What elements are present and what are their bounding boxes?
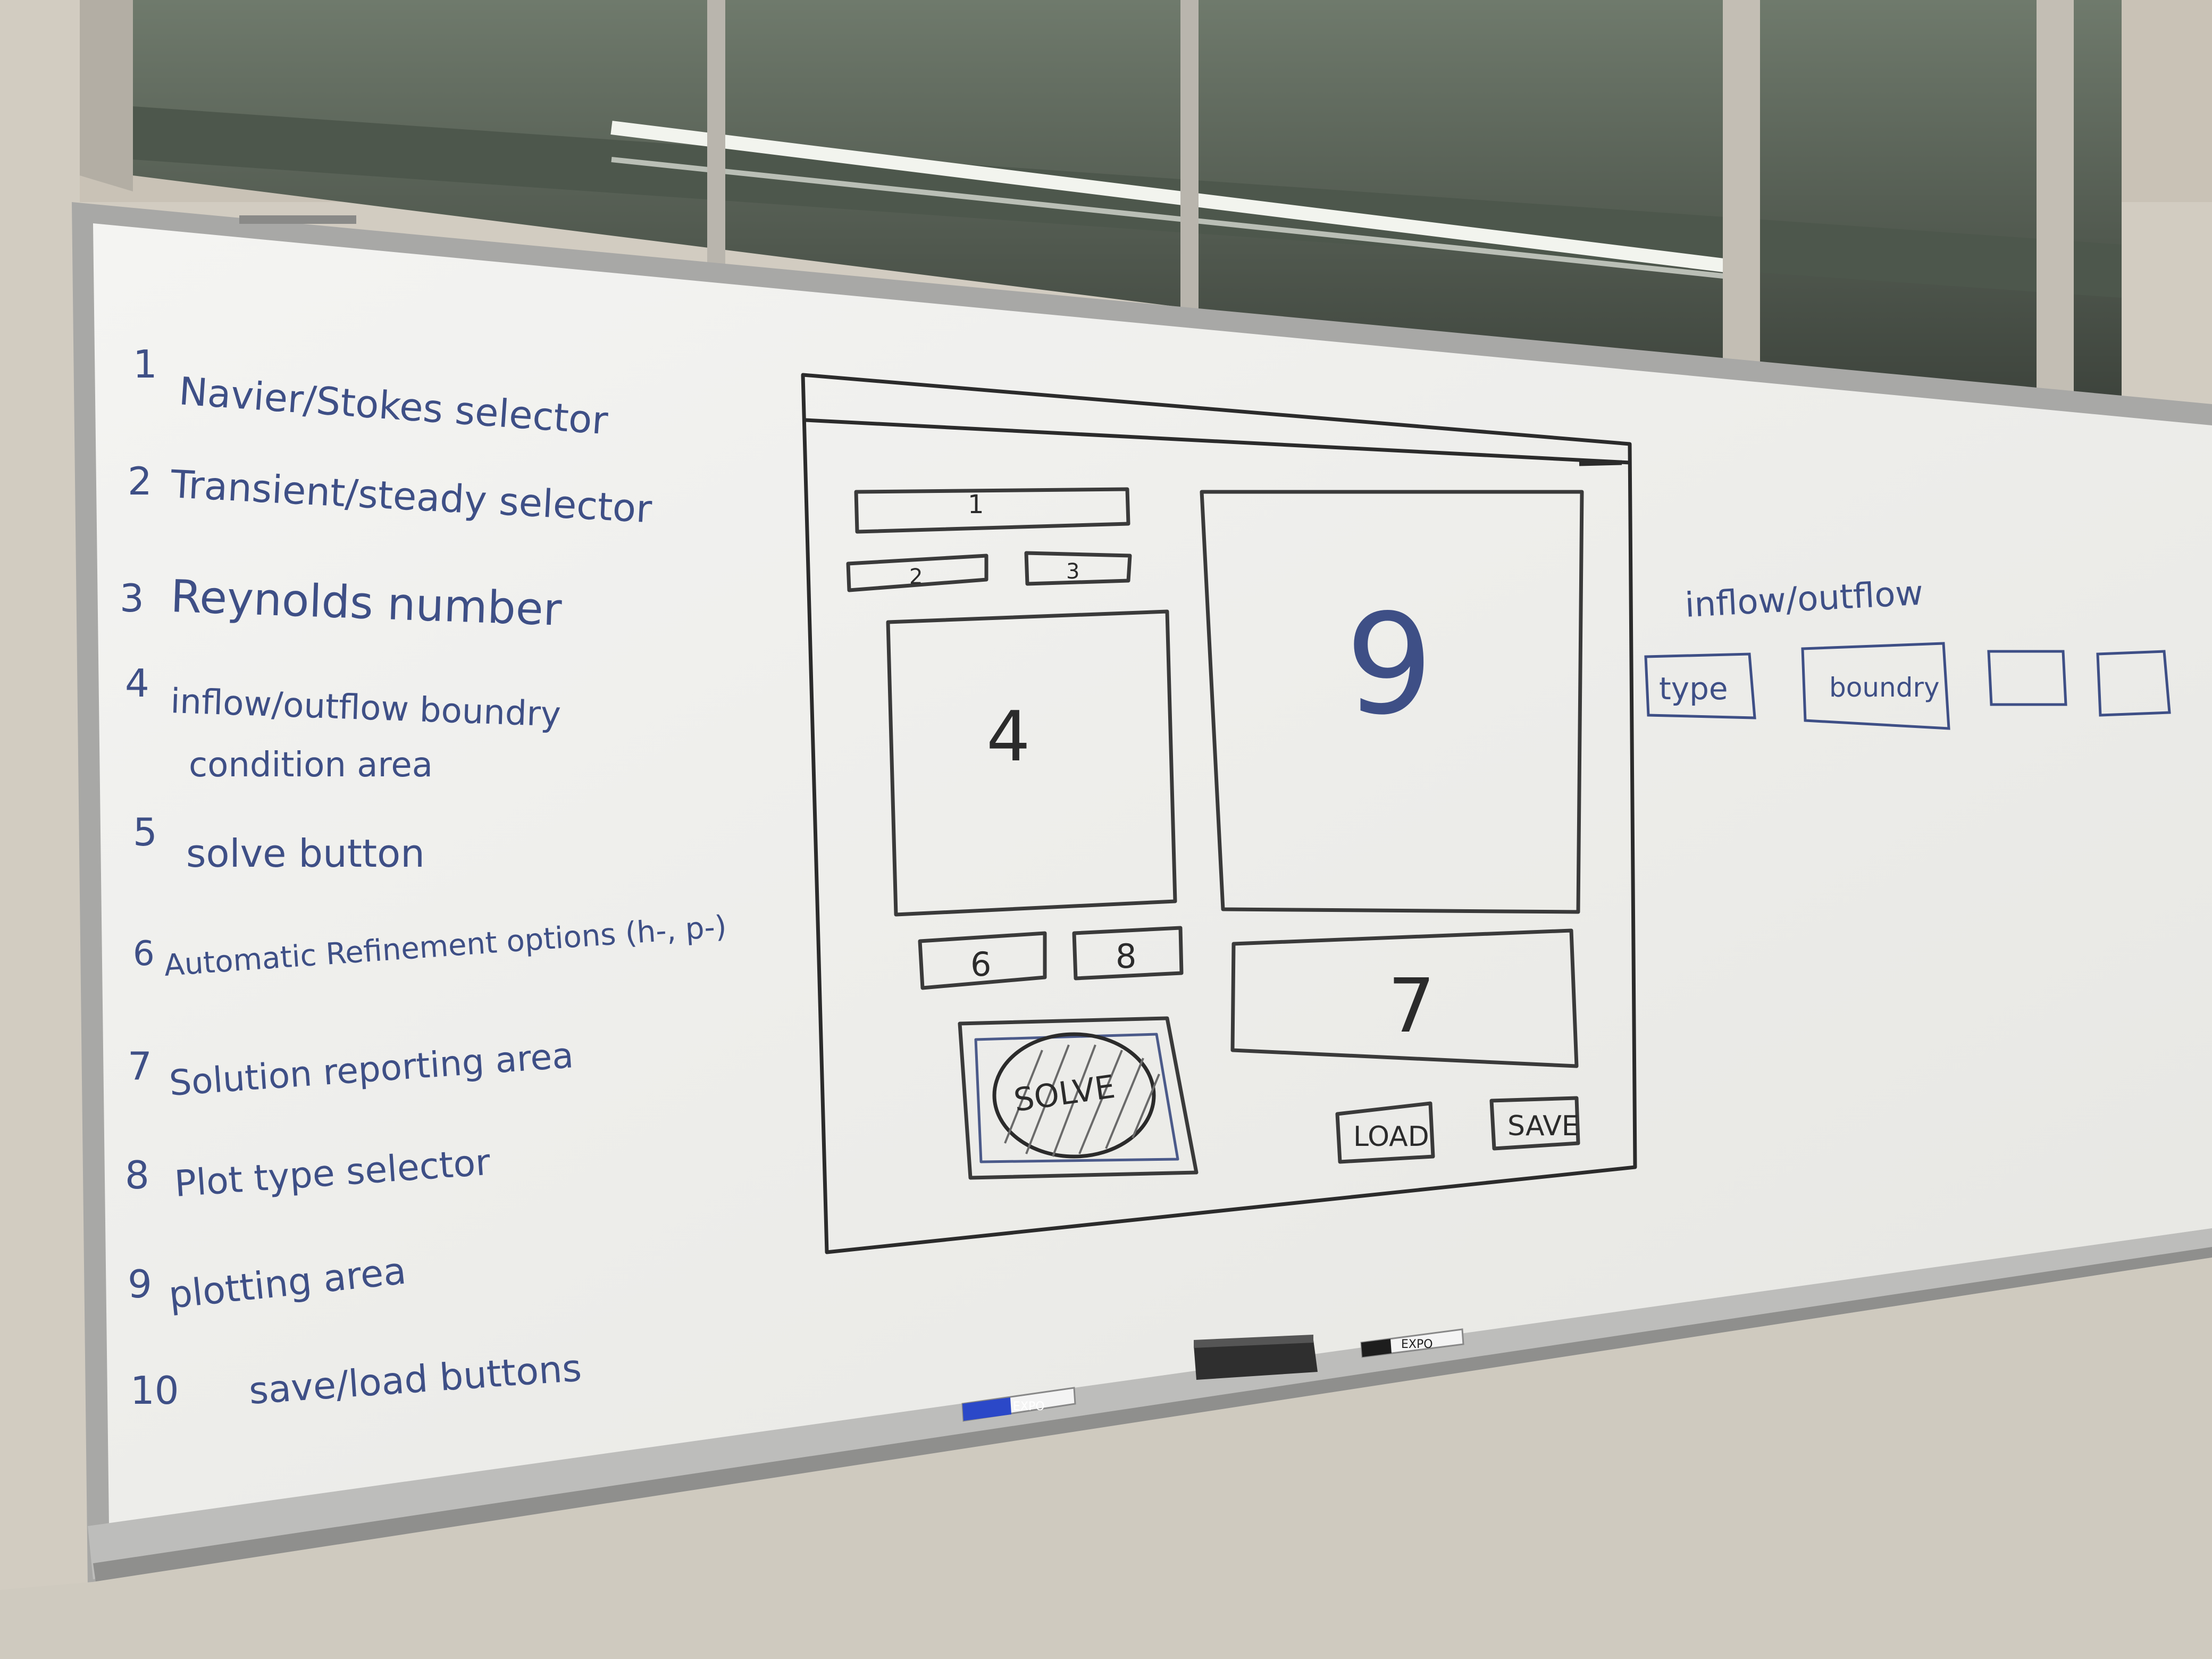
svg-text:9: 9 xyxy=(1345,585,1433,745)
svg-text:3: 3 xyxy=(120,576,144,621)
svg-text:2: 2 xyxy=(909,565,923,589)
svg-text:boundry: boundry xyxy=(1829,672,1940,703)
sketch-box-8: 8 xyxy=(1072,926,1184,981)
sketch-window-frame xyxy=(801,373,1637,1254)
aside-boundry-box xyxy=(1801,642,1950,730)
svg-text:8: 8 xyxy=(125,1153,149,1197)
svg-text:1: 1 xyxy=(133,342,157,387)
sketch-load-button: LOAD xyxy=(1335,1101,1435,1164)
eraser[interactable] xyxy=(1194,1335,1318,1380)
sketch-solve-button: SOLVE xyxy=(958,1016,1199,1180)
svg-text:1: 1 xyxy=(968,490,984,520)
svg-text:7: 7 xyxy=(128,1044,152,1088)
svg-text:condition area: condition area xyxy=(189,745,433,785)
sketch-box-6: 6 xyxy=(918,931,1047,990)
svg-text:SAVE: SAVE xyxy=(1507,1110,1579,1142)
aside-type-box xyxy=(1644,652,1756,719)
window-band xyxy=(80,0,2212,425)
sketch-box-3: 3 xyxy=(1024,551,1132,586)
ui-sketch: 1 2 3 4 6 8 9 7 xyxy=(801,373,1637,1254)
aside-empty-box-1 xyxy=(1987,650,2067,706)
sketch-box-1: 1 xyxy=(854,487,1130,534)
svg-text:4: 4 xyxy=(125,661,149,706)
svg-text:3: 3 xyxy=(1066,559,1079,584)
svg-text:10: 10 xyxy=(130,1368,179,1413)
svg-text:6: 6 xyxy=(970,945,991,984)
sketch-box-4: 4 xyxy=(886,609,1177,917)
sketch-box-7: 7 xyxy=(1230,928,1579,1068)
svg-text:6: 6 xyxy=(133,934,155,974)
svg-text:EXPO: EXPO xyxy=(1013,1400,1045,1413)
whiteboard xyxy=(93,223,2212,1526)
svg-text:LOAD: LOAD xyxy=(1353,1121,1429,1153)
sketch-box-9: 9 xyxy=(1200,490,1584,914)
svg-text:2: 2 xyxy=(128,459,152,504)
svg-text:7: 7 xyxy=(1388,963,1435,1050)
svg-text:type: type xyxy=(1659,671,1728,707)
sketch-box-2: 2 xyxy=(846,554,988,592)
legend-item-5: 5 solve button xyxy=(133,810,425,876)
svg-text:5: 5 xyxy=(133,810,157,854)
black-marker[interactable]: EXPO xyxy=(1360,1328,1464,1358)
sketch-save-button: SAVE xyxy=(1489,1096,1580,1151)
lower-wall xyxy=(0,1258,2212,1659)
svg-text:EXPO: EXPO xyxy=(1401,1338,1433,1351)
blue-marker[interactable]: EXPO xyxy=(961,1387,1076,1422)
map-rail xyxy=(239,215,356,224)
aside-empty-box-2 xyxy=(2096,650,2171,717)
svg-text:solve button: solve button xyxy=(186,831,425,876)
svg-text:4: 4 xyxy=(986,696,1030,777)
svg-text:8: 8 xyxy=(1116,937,1136,976)
svg-text:9: 9 xyxy=(128,1262,152,1306)
